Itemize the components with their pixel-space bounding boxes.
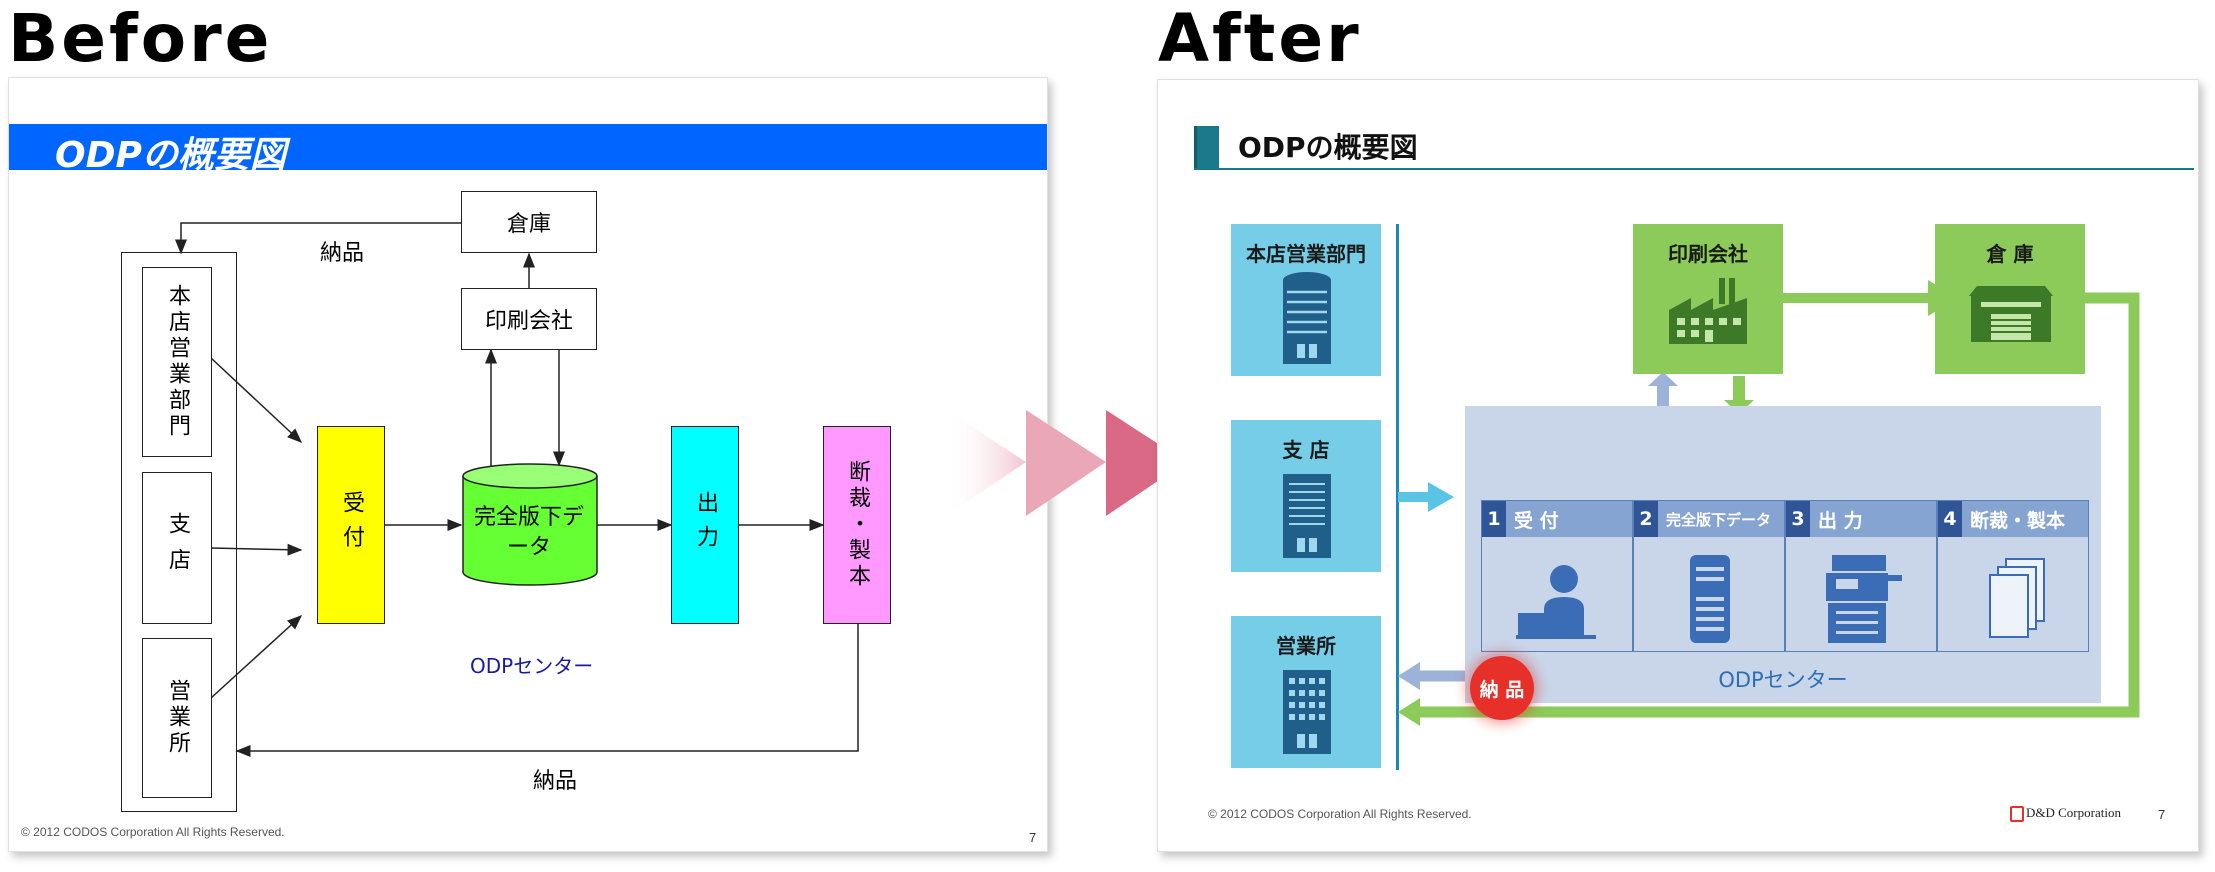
- building-icon: [1283, 474, 1331, 558]
- final-data-label: 完全版下データ: [474, 505, 585, 560]
- arrow-3: [1106, 410, 1186, 516]
- printer-icon: [1826, 555, 1902, 643]
- after-page-number: 7: [2158, 807, 2166, 822]
- warehouse-box: 倉庫: [461, 191, 597, 253]
- before-title: ODPの概要図: [55, 135, 286, 176]
- brand-name: D&D Corporation: [2026, 805, 2121, 820]
- divider-line: [1396, 224, 1399, 770]
- head-office-box: 本店営業部門: [142, 267, 212, 457]
- head-office-tile: 本店営業部門: [1231, 224, 1381, 376]
- warehouse-icon: [1969, 286, 2053, 342]
- final-data-cylinder: [462, 463, 598, 586]
- brand-logo-icon: [2010, 806, 2024, 822]
- arrow-1: [946, 410, 1026, 516]
- sales-office-box: 営業所: [142, 638, 212, 798]
- delivery-badge: 納 品: [1470, 656, 1534, 720]
- before-slide: ODPの概要図 倉庫 印刷会社 納品: [8, 77, 1048, 852]
- book-icon: [1194, 126, 1219, 168]
- office-tower-icon: [1283, 272, 1331, 364]
- cut-bind-box: 断裁・製本: [823, 426, 891, 624]
- after-title: ODPの概要図: [1238, 131, 1418, 164]
- output-box: 出力: [671, 426, 739, 624]
- after-copyright: © 2012 CODOS Corporation All Rights Rese…: [1208, 807, 1472, 821]
- branch-tile: 支 店: [1231, 420, 1381, 572]
- factory-icon: [1669, 278, 1747, 344]
- before-title-bar: ODPの概要図: [9, 124, 1047, 176]
- person-icon: [1516, 565, 1596, 639]
- branch-box: 支店: [142, 472, 212, 624]
- customers-frame: [121, 252, 237, 812]
- after-slide: ODPの概要図 本店営業部門 支 店: [1157, 79, 2199, 852]
- before-copyright: © 2012 CODOS Corporation All Rights Rese…: [21, 825, 285, 839]
- server-icon: [1690, 555, 1730, 643]
- delivery-label-top: 納品: [320, 241, 365, 266]
- before-page-number: 7: [1029, 830, 1037, 845]
- title-underline: [1194, 168, 2194, 170]
- odp-center-label: ODPセンター: [470, 654, 594, 678]
- before-heading: Before: [8, 0, 273, 77]
- documents-icon: [1989, 558, 2045, 638]
- odp-center-label: ODPセンター: [1718, 668, 1848, 692]
- before-connectors: [175, 222, 859, 757]
- office-building-icon: [1283, 670, 1331, 754]
- sales-office-tile: 営業所: [1231, 616, 1381, 768]
- reception-box: 受付: [317, 426, 385, 624]
- after-heading: After: [1158, 0, 1362, 77]
- warehouse-tile: 倉 庫: [1935, 224, 2085, 374]
- printing-company-tile: 印刷会社: [1633, 224, 1783, 374]
- arrow-2: [1026, 410, 1106, 516]
- printing-company-box: 印刷会社: [461, 288, 597, 350]
- delivery-label-bottom: 納品: [533, 769, 578, 794]
